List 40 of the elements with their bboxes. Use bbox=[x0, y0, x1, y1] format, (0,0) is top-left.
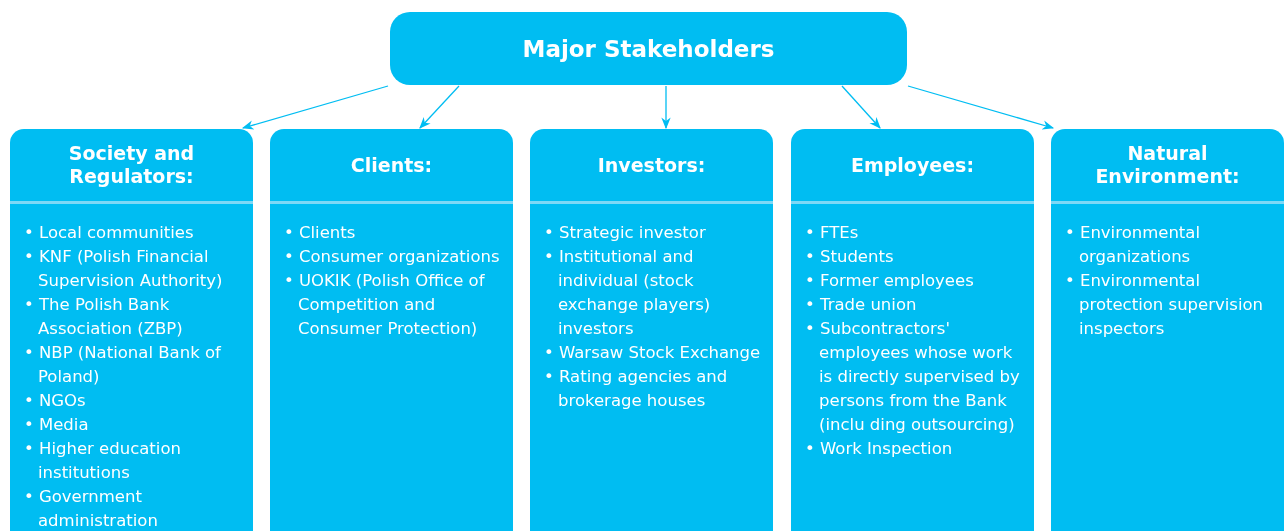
list-item: • Work Inspection bbox=[805, 438, 954, 460]
list-item: • FTEs bbox=[805, 222, 860, 244]
stakeholder-panel bbox=[10, 129, 253, 531]
arrow bbox=[419, 85, 460, 129]
panel-heading: Employees: bbox=[850, 153, 975, 177]
list-item: • Subcontractors' employees whose work is directly supervised by persons from the Bank (inclu ding outsourcing) bbox=[805, 318, 1021, 436]
panel-heading: Natural Environment: bbox=[1094, 142, 1241, 188]
list-item: • Consumer organizations bbox=[284, 246, 501, 268]
list-item: • KNF (Polish Financial Supervision Authority) bbox=[24, 246, 224, 292]
list-item: • Rating agencies and brokerage houses bbox=[544, 366, 729, 412]
list-item: • Institutional and individual (stock exchange players) investors bbox=[544, 246, 712, 340]
list-item: • NGOs bbox=[24, 390, 87, 412]
list-item: • Trade union bbox=[805, 294, 918, 316]
list-item: • Media bbox=[24, 414, 90, 436]
list-item: • NBP (National Bank of Poland) bbox=[24, 342, 222, 388]
heading: Major Stakeholders bbox=[522, 35, 775, 62]
stakeholder-panel bbox=[270, 129, 513, 531]
arrow bbox=[241, 85, 389, 130]
panel-heading: Investors: bbox=[596, 153, 707, 177]
list-item: • Students bbox=[805, 246, 895, 268]
list-item: • Government administration bbox=[24, 486, 159, 531]
list-item: • Clients bbox=[284, 222, 357, 244]
list-item: • Environmental protection supervision inspectors bbox=[1065, 270, 1265, 340]
arrow bbox=[661, 85, 671, 130]
panel-heading: Society and Regulators: bbox=[67, 142, 196, 188]
title-box bbox=[390, 12, 907, 85]
list-item: • Higher education institutions bbox=[24, 438, 182, 484]
list-item: • Strategic investor bbox=[544, 222, 707, 244]
list-item: • Warsaw Stock Exchange bbox=[544, 342, 762, 364]
stakeholder-panel bbox=[530, 129, 773, 531]
stakeholder-panel bbox=[791, 129, 1034, 531]
arrow bbox=[841, 85, 881, 129]
list-item: • UOKIK (Polish Office of Competition and Consumer Protection) bbox=[284, 270, 486, 340]
list-item: • Environmental organizations bbox=[1065, 222, 1202, 268]
panel-heading: Clients: bbox=[349, 153, 434, 177]
stakeholder-panel bbox=[1051, 129, 1284, 531]
list-item: • The Polish Bank Association (ZBP) bbox=[24, 294, 184, 340]
list-item: • Former employees bbox=[805, 270, 975, 292]
arrow bbox=[907, 85, 1055, 130]
list-item: • Local communities bbox=[24, 222, 195, 244]
